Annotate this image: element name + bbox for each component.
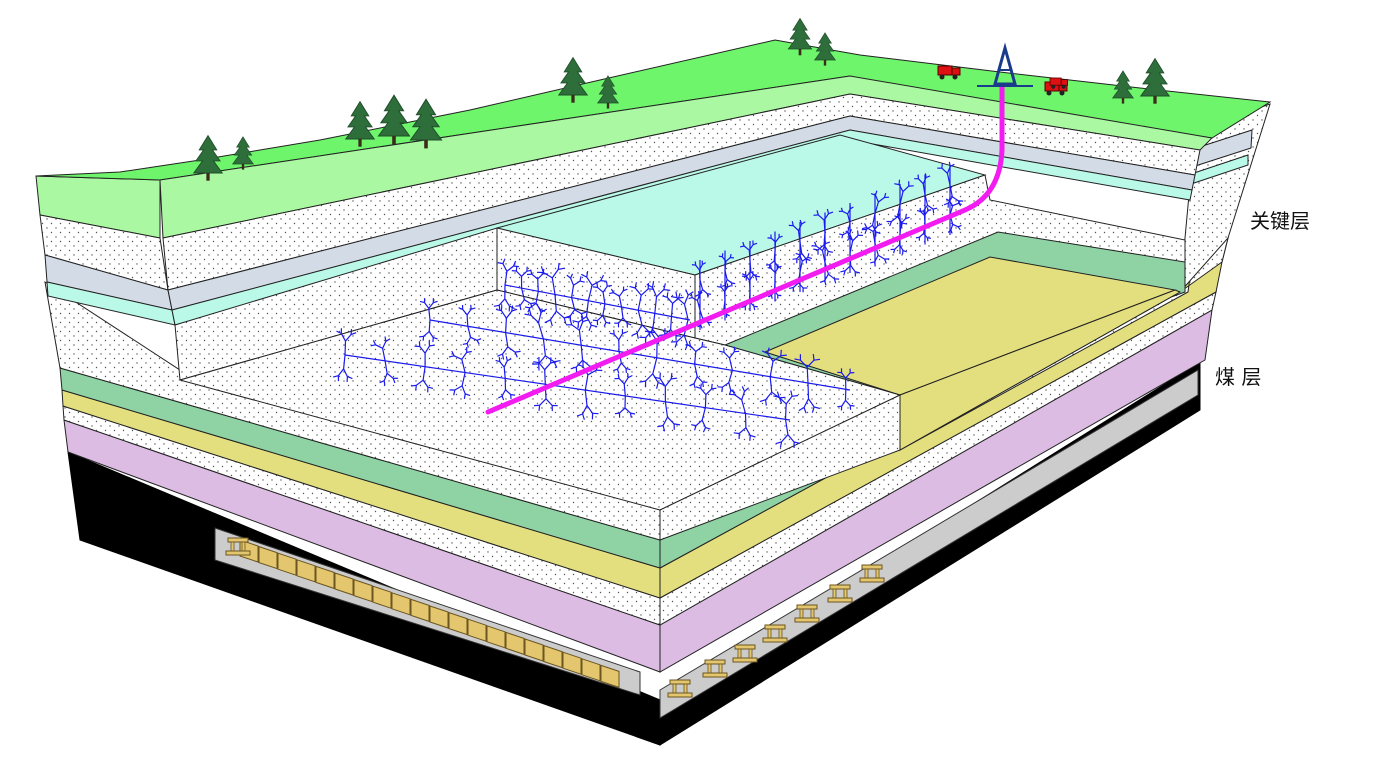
fracture-network — [332, 161, 964, 448]
horizontal-well — [485, 82, 1005, 415]
drill-rig-icon — [977, 42, 1033, 87]
fractured-platform-front — [659, 394, 901, 541]
coal-seam-label: 煤 层 — [1215, 365, 1262, 389]
roadway-floor — [659, 369, 1199, 719]
key-stratum-label: 关键层 — [1250, 209, 1310, 233]
hydraulic-support-icon — [239, 539, 620, 689]
